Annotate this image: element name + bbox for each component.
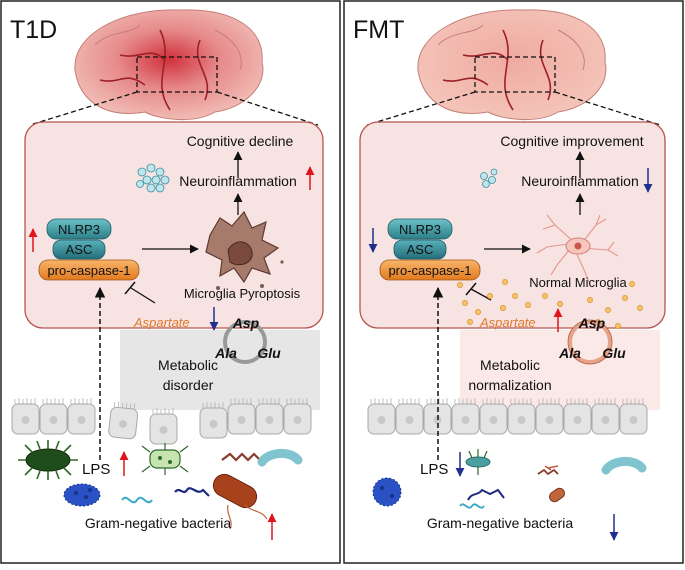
cocci-bacterium-icon bbox=[63, 483, 101, 507]
cytokine-cluster-small-icon bbox=[480, 168, 498, 188]
left-procasp-label: pro-caspase-1 bbox=[47, 263, 130, 278]
chain-bacterium-icon bbox=[221, 452, 261, 462]
right-glu-label: Glu bbox=[602, 345, 626, 361]
right-lps-label: LPS bbox=[420, 461, 448, 478]
right-bacteria-icons bbox=[372, 449, 647, 509]
left-metabolic-label-1: Metabolic bbox=[158, 357, 218, 373]
left-metabolite-cycle bbox=[223, 320, 267, 364]
right-outcome-label: Cognitive improvement bbox=[500, 133, 643, 149]
left-metabolic-label-2: disorder bbox=[163, 377, 214, 393]
left-microglia-label: Microglia Pyroptosis bbox=[184, 286, 301, 301]
left-procasp-pill bbox=[38, 259, 140, 281]
left-neuro-label: Neuroinflammation bbox=[179, 173, 297, 189]
curved-bacterium-icon bbox=[257, 449, 303, 467]
right-metabolic-label-1: Metabolic bbox=[480, 357, 540, 373]
right-zoom-box bbox=[474, 56, 556, 93]
right-ala-label: Ala bbox=[558, 345, 581, 361]
right-procasp-pill bbox=[379, 259, 481, 281]
right-microglia-label: Normal Microglia bbox=[529, 275, 627, 290]
cytokine-cluster-icon bbox=[136, 163, 170, 193]
left-bacteria-label: Gram-negative bacteria bbox=[85, 515, 232, 531]
rod-bacterium-icon bbox=[549, 487, 565, 503]
left-ala-label: Ala bbox=[214, 345, 237, 361]
rod-bacterium-icon bbox=[212, 473, 268, 530]
left-panel-title: T1D bbox=[10, 16, 57, 44]
small-spiky-bacterium-icon bbox=[465, 449, 491, 475]
right-asp-label: Asp bbox=[578, 315, 606, 331]
spirochete-icon bbox=[121, 496, 153, 504]
left-asp-label: Asp bbox=[232, 315, 260, 331]
right-nlrp3-pill bbox=[387, 218, 453, 240]
left-glu-label: Glu bbox=[257, 345, 281, 361]
right-metabolite-cycle bbox=[568, 320, 612, 364]
left-zoom-box bbox=[136, 56, 218, 93]
left-panel: T1D Cognitive decline Neuroinflammation … bbox=[10, 9, 324, 540]
left-nlrp3-pill bbox=[46, 218, 112, 240]
right-metabolic-zone bbox=[460, 330, 660, 410]
spirochete-icon bbox=[459, 503, 485, 509]
right-panel: FMT Cognitive improvement Neuroinflammat… bbox=[353, 9, 666, 541]
dark-spirillum-icon bbox=[467, 488, 505, 501]
left-brain-image bbox=[74, 9, 264, 121]
chain-bacterium-icon bbox=[537, 468, 559, 476]
right-asc-pill bbox=[393, 239, 447, 260]
curved-bacterium-icon bbox=[601, 457, 647, 475]
left-bacteria-icons bbox=[18, 440, 303, 530]
right-procasp-label: pro-caspase-1 bbox=[388, 263, 471, 278]
left-asc-pill bbox=[52, 239, 106, 260]
right-metabolic-label-2: normalization bbox=[468, 377, 551, 393]
cocci-bacterium-icon bbox=[372, 477, 402, 507]
pyroptotic-microglia-icon bbox=[205, 210, 284, 290]
right-neuro-label: Neuroinflammation bbox=[521, 173, 639, 189]
left-aspartate-label: Aspartate bbox=[133, 315, 190, 330]
right-aspartate-label: Aspartate bbox=[479, 315, 536, 330]
right-brain-image bbox=[417, 9, 607, 121]
spiky-bacterium-icon bbox=[18, 440, 78, 480]
right-nlrp3-label: NLRP3 bbox=[399, 222, 441, 237]
left-metabolic-zone bbox=[120, 330, 320, 410]
left-nlrp3-label: NLRP3 bbox=[58, 222, 100, 237]
left-outcome-label: Cognitive decline bbox=[187, 133, 294, 149]
green-bacterium-icon bbox=[141, 443, 189, 475]
right-asc-label: ASC bbox=[407, 242, 434, 257]
left-lps-label: LPS bbox=[82, 461, 110, 478]
right-bacteria-label: Gram-negative bacteria bbox=[427, 515, 574, 531]
left-asc-label: ASC bbox=[66, 242, 93, 257]
normal-microglia-icon bbox=[536, 214, 619, 283]
dark-spirillum-icon bbox=[174, 487, 210, 497]
right-panel-title: FMT bbox=[353, 16, 404, 44]
aspartate-particles-icon bbox=[457, 279, 643, 329]
